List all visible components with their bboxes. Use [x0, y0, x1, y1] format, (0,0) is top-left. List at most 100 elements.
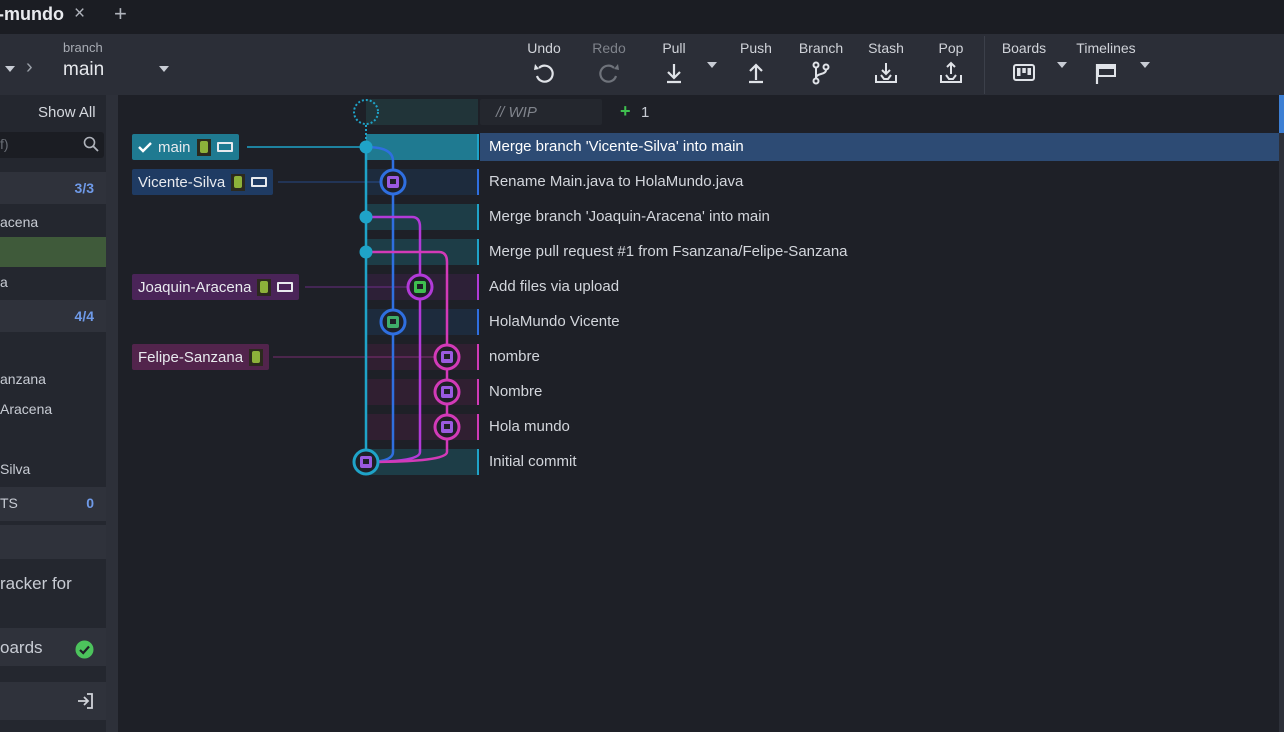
checkmark-icon [138, 142, 152, 153]
close-icon[interactable]: × [74, 3, 86, 24]
push-button[interactable]: Push [724, 40, 788, 86]
commit-message[interactable]: HolaMundo Vicente [489, 313, 620, 330]
current-branch-name[interactable]: main [63, 59, 105, 80]
commit-avatar-detail [444, 354, 450, 359]
commit-message[interactable]: Merge pull request #1 from Fsanzana/Feli… [489, 243, 848, 260]
commit-message[interactable]: Add files via upload [489, 278, 620, 295]
commit-message[interactable]: Merge branch 'Vicente-Silva' into main [489, 138, 744, 155]
author-avatar [231, 173, 246, 191]
sign-in-row[interactable] [0, 682, 106, 720]
add-tab-icon[interactable]: + [114, 1, 127, 26]
commit-message[interactable]: Hola mundo [489, 418, 570, 435]
commit-avatar-detail [444, 424, 450, 429]
timelines-icon [1095, 64, 1116, 84]
remote-branch-item[interactable]: Aracena [0, 401, 53, 417]
undo-icon [534, 64, 554, 83]
undo-button[interactable]: Undo [512, 40, 576, 86]
redo-button[interactable]: Redo [577, 40, 641, 86]
commit-message[interactable]: Initial commit [489, 453, 577, 470]
timelines-dropdown-icon[interactable] [1140, 62, 1150, 68]
merge-commit-node [359, 210, 373, 224]
merge-commit-node [359, 140, 373, 154]
author-avatar [257, 278, 272, 296]
branch-label: Branch [798, 40, 844, 56]
redo-label: Redo [592, 40, 626, 56]
pull-requests-section-header[interactable]: TS 0 [0, 487, 106, 521]
commit-row-edge [477, 344, 479, 370]
branch-badge-joaquin-aracena[interactable]: Joaquin-Aracena [132, 274, 300, 300]
commit-row-edge [477, 169, 479, 195]
commit-avatar-detail [444, 389, 450, 394]
repo-tab-title: -mundo [0, 4, 64, 24]
pop-label: Pop [938, 40, 964, 56]
local-computer-icon [216, 142, 233, 152]
local-branch-item-selected[interactable] [0, 237, 106, 267]
branch-badge-main[interactable]: main [132, 134, 239, 160]
branch-button[interactable]: Branch [789, 40, 853, 86]
remote-branch-item[interactable]: Silva [0, 461, 31, 477]
commit-message[interactable]: Rename Main.java to HolaMundo.java [489, 173, 744, 190]
branch-dropdown-icon[interactable] [159, 66, 169, 72]
chevron-right-icon: › [26, 56, 33, 78]
boards-icon [1013, 64, 1035, 81]
wip-row-band [366, 99, 478, 125]
local-branch-item[interactable]: acena [0, 214, 39, 230]
remote-count: 4/4 [74, 308, 94, 324]
left-panel-scrollbar[interactable] [106, 95, 118, 732]
local-section-header[interactable]: 3/3 [0, 172, 106, 204]
branch-badge-label: main [158, 138, 191, 156]
repo-dropdown-icon[interactable] [5, 66, 15, 72]
boards-section-label: oards [0, 638, 43, 657]
added-files-count: 1 [641, 104, 650, 121]
remote-section-header[interactable]: 4/4 [0, 300, 106, 332]
local-count: 3/3 [74, 180, 94, 196]
commit-row-band [366, 134, 478, 160]
commit-row-selected[interactable] [480, 133, 1280, 161]
pull-button[interactable]: Pull [642, 40, 706, 86]
branch-caption: branch [63, 40, 103, 55]
pop-icon [940, 61, 962, 83]
graph-scrollbar-thumb[interactable] [1279, 95, 1284, 133]
left-panel: Show All f) 3/3 acena a 4/4 anzana Arace… [0, 95, 118, 732]
show-all-button[interactable]: Show All [38, 104, 96, 121]
graph-scrollbar[interactable] [1279, 95, 1284, 732]
repo-tab[interactable]: -mundo × [0, 0, 104, 34]
added-files-icon: + [620, 101, 631, 121]
redo-icon [599, 64, 619, 83]
boards-label: Boards [1001, 40, 1047, 56]
commit-avatar-detail [390, 319, 396, 324]
branch-badge-label: Joaquin-Aracena [138, 278, 252, 296]
pull-requests-label: TS [0, 495, 18, 511]
pull-dropdown-icon[interactable] [707, 62, 717, 68]
wip-input[interactable] [480, 99, 602, 125]
commit-graph-area [118, 95, 1284, 732]
author-avatar [249, 348, 264, 366]
wip-placeholder: // WIP [496, 104, 537, 121]
commit-message[interactable]: Nombre [489, 383, 543, 400]
undo-label: Undo [527, 40, 561, 56]
branch-badge-vicente-silva[interactable]: Vicente-Silva [132, 169, 274, 195]
local-computer-icon [251, 177, 268, 187]
issues-section-header[interactable] [0, 525, 106, 559]
toolbar-divider [984, 36, 985, 94]
remote-branch-item[interactable]: anzana [0, 371, 46, 387]
stash-icon [875, 63, 897, 83]
issue-tracker-prompt: racker for [0, 574, 72, 593]
branch-badge-felipe-sanzana[interactable]: Felipe-Sanzana [132, 344, 270, 370]
timelines-button[interactable]: Timelines [1074, 40, 1138, 86]
stash-button[interactable]: Stash [854, 40, 918, 86]
filter-input[interactable]: f) [0, 132, 104, 158]
commit-row-edge [477, 449, 479, 475]
author-avatar [196, 138, 211, 156]
local-branch-item[interactable]: a [0, 274, 8, 290]
boards-button[interactable]: Boards [992, 40, 1056, 86]
toolbar: › branch main Undo Redo Pull Push Branch… [0, 34, 1284, 95]
pop-button[interactable]: Pop [919, 40, 983, 86]
commit-message[interactable]: nombre [489, 348, 540, 365]
boards-dropdown-icon[interactable] [1057, 62, 1067, 68]
commit-message[interactable]: Merge branch 'Joaquin-Aracena' into main [489, 208, 770, 225]
commit-row-edge [477, 274, 479, 300]
pull-requests-count: 0 [86, 495, 94, 511]
commit-row-edge [477, 204, 479, 230]
